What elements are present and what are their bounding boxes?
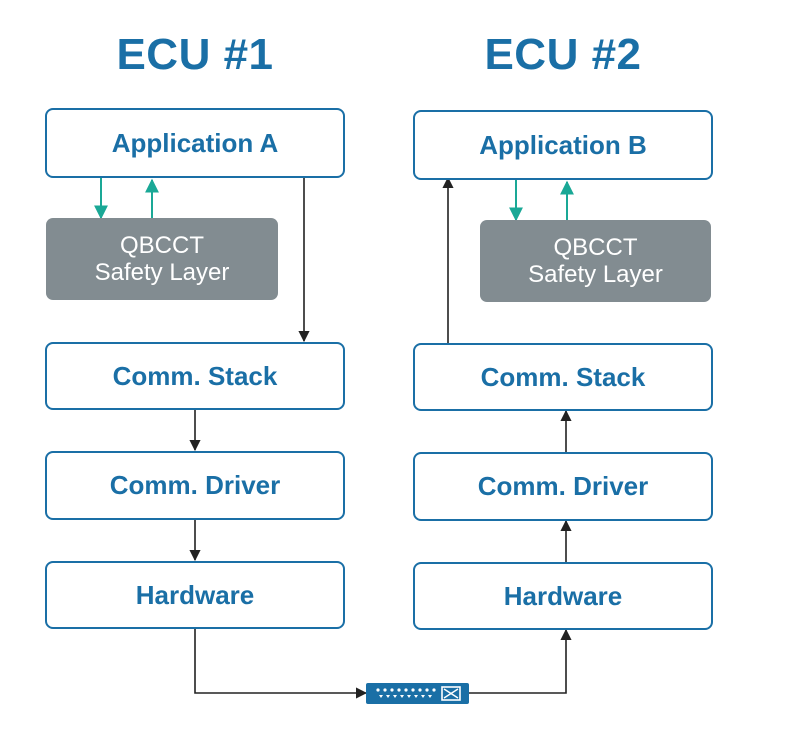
ecu2-safety-line1: QBCCT (553, 234, 638, 261)
network-bus-icon (366, 683, 469, 704)
ecu2-comm-stack-label: Comm. Stack (480, 361, 646, 392)
ecu1-comm-driver-box: Comm. Driver (45, 451, 345, 520)
ecu1-comm-driver-label: Comm. Driver (109, 470, 281, 500)
bus-connector-graphic (376, 686, 461, 701)
ecu1-application-label: Application A (111, 127, 279, 158)
ecu1-hardware-label: Hardware (135, 579, 255, 610)
ecu2-hardware-label: Hardware (503, 580, 623, 611)
ecu2-safety-line2: Safety Layer (528, 261, 663, 288)
ecu2-application-box: Application B (413, 110, 713, 180)
ecu1-title: ECU #1 (116, 30, 274, 79)
ecu2-safety-layer: QBCCT Safety Layer (480, 220, 711, 302)
ecu1-comm-stack-box: Comm. Stack (45, 342, 345, 410)
ecu1-hardware-to-bus-arrow (194, 628, 368, 699)
ecu2-title: ECU #2 (484, 30, 642, 79)
ecu2-comm-driver-box: Comm. Driver (413, 452, 713, 521)
ecu1-application-box: Application A (45, 108, 345, 178)
ecu1-safety-line1: QBCCT (120, 232, 204, 259)
ecu2-hardware-box: Hardware (413, 562, 713, 630)
ecu1-safety-layer: QBCCT Safety Layer (46, 218, 278, 300)
ecu2-comm-driver-label: Comm. Driver (477, 471, 649, 501)
ecu1-comm-stack-label: Comm. Stack (112, 360, 278, 391)
ecu1-hardware-box: Hardware (45, 561, 345, 629)
bus-to-ecu2-hardware-arrow (469, 628, 572, 694)
ecu2-application-label: Application B (479, 129, 647, 160)
ecu2-comm-stack-box: Comm. Stack (413, 343, 713, 411)
ecu1-safety-line2: Safety Layer (94, 259, 230, 286)
